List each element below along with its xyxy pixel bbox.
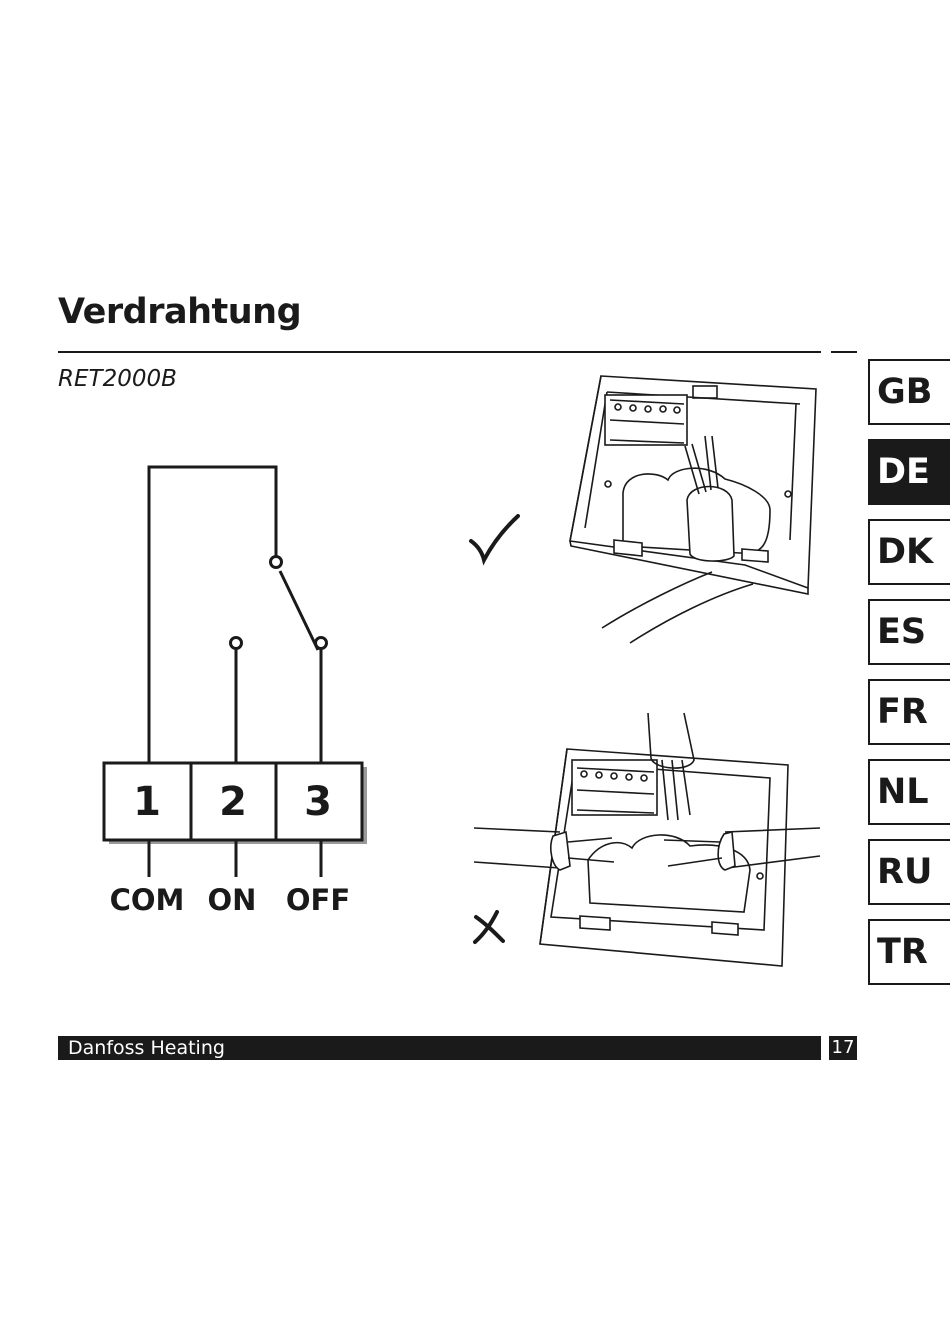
lang-tab-nl[interactable]: NL: [868, 759, 950, 825]
on-contact: [229, 636, 243, 650]
com-wire: [147, 465, 278, 763]
lang-tab-es[interactable]: ES: [868, 599, 950, 665]
lang-tab-de[interactable]: DE: [868, 439, 950, 505]
page-number: 17: [829, 1036, 857, 1060]
terminal-number-2: 2: [219, 779, 247, 825]
footer-brand: Danfoss Heating: [58, 1036, 821, 1060]
lang-tab-dk[interactable]: DK: [868, 519, 950, 585]
model-name: RET2000B: [58, 366, 177, 392]
cross-mark-icon: [473, 910, 505, 944]
title-divider: [58, 351, 821, 353]
off-contact: [314, 636, 328, 650]
terminal-label-com: COM: [110, 883, 185, 917]
title-divider-short: [831, 351, 857, 353]
lang-tab-ru[interactable]: RU: [868, 839, 950, 905]
switch-pivot: [269, 555, 283, 569]
switch-blade: [278, 570, 320, 651]
lang-tab-gb[interactable]: GB: [868, 359, 950, 425]
wiring-diagram: [102, 465, 367, 877]
correct-wiring-illustration: [569, 375, 817, 644]
incorrect-wiring-illustration: [473, 712, 821, 967]
terminal-block: [102, 761, 364, 842]
terminal-label-off: OFF: [286, 883, 350, 917]
lang-tab-tr[interactable]: TR: [868, 919, 950, 985]
lang-tab-fr[interactable]: FR: [868, 679, 950, 745]
check-mark-icon: [469, 514, 520, 566]
page-title: Verdrahtung: [58, 292, 302, 332]
terminal-label-on: ON: [208, 883, 257, 917]
terminal-number-1: 1: [133, 779, 161, 825]
terminal-number-3: 3: [304, 779, 332, 825]
